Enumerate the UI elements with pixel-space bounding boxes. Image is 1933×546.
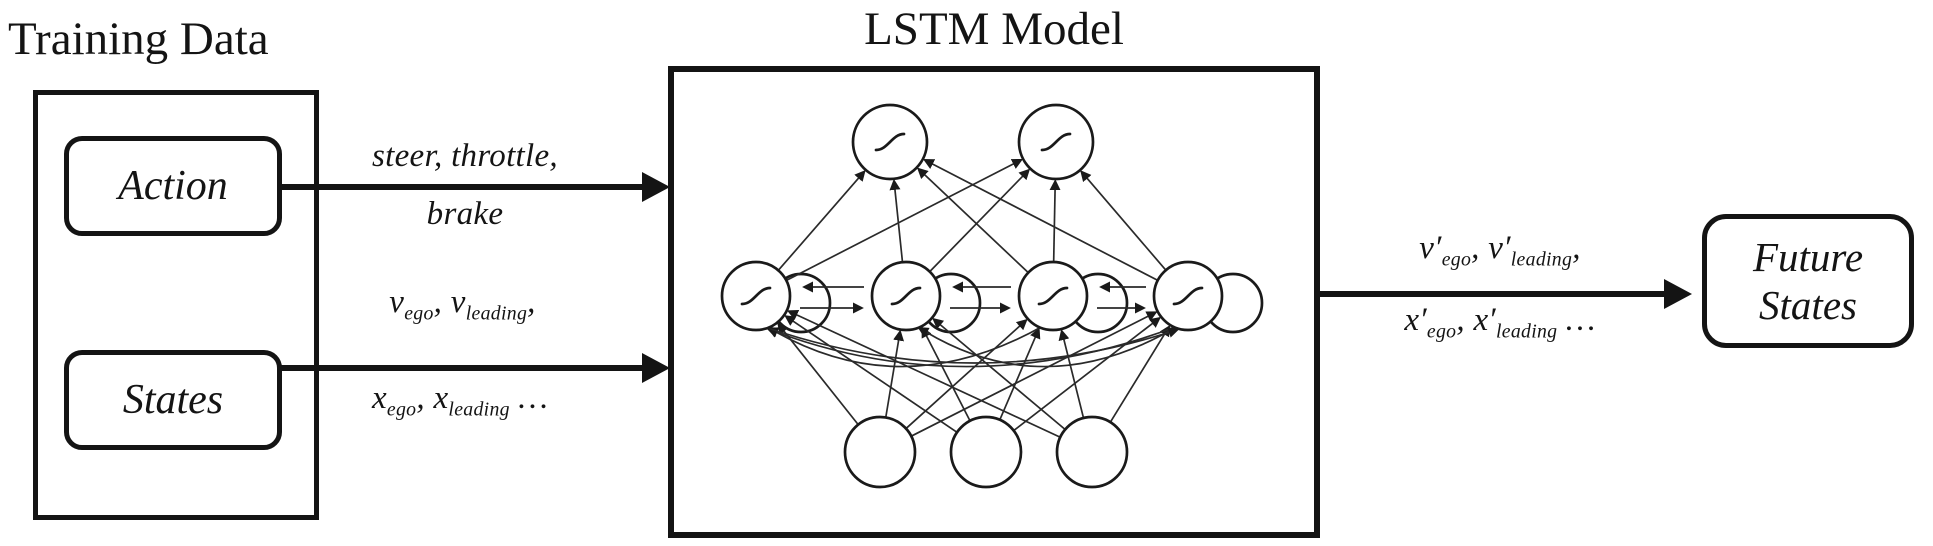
output-arrow-shaft (1318, 291, 1664, 297)
states-arrow-shaft (280, 365, 642, 371)
action-label: Action (118, 163, 228, 209)
action-arrowhead-icon (642, 172, 670, 202)
future-states-box: Future States (1702, 214, 1914, 348)
lstm-model-title: LSTM Model (864, 3, 1124, 55)
action-arrow-label-line2: brake (426, 196, 504, 232)
states-arrow-label-line2: xego, xleading … (371, 380, 549, 421)
action-arrow-label-line1: steer, throttle, (372, 138, 558, 174)
action-box: Action (64, 136, 282, 236)
states-arrowhead-icon (642, 353, 670, 383)
states-arrow-label-line1: vego, vleading, (389, 284, 536, 325)
output-arrow-label-line2: x′ego, x′leading … (1404, 302, 1596, 343)
lstm-model-box (668, 66, 1320, 538)
training-data-title: Training Data (8, 13, 269, 65)
output-arrowhead-icon (1664, 279, 1692, 309)
future-states-label-line2: States (1759, 282, 1857, 328)
states-label: States (122, 377, 224, 423)
action-arrow-shaft (280, 184, 642, 190)
states-box: States (64, 350, 282, 450)
future-states-label-line1: Future (1752, 233, 1864, 280)
output-arrow-label-line1: v′ego, v′leading, (1419, 230, 1581, 271)
